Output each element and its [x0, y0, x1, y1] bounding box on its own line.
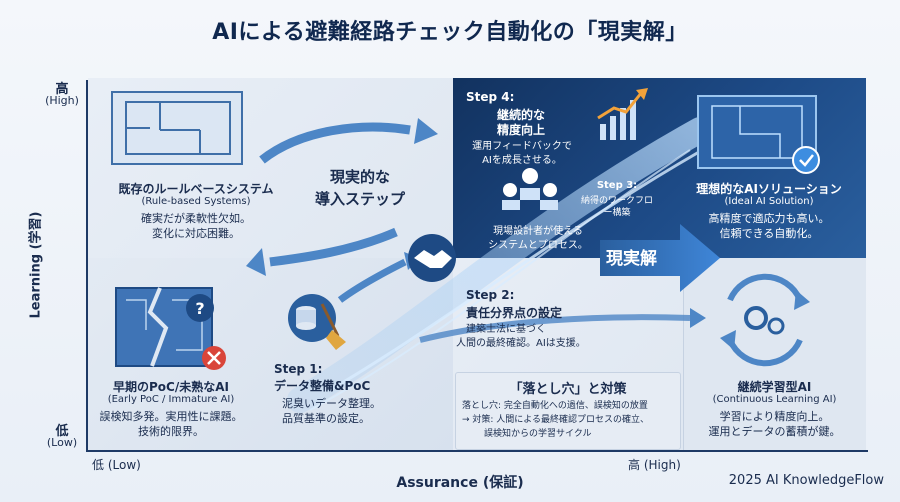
- step2-heading: Step 2:: [466, 288, 515, 302]
- cycle-gears-icon: [720, 273, 810, 367]
- step4-title2: 精度向上: [496, 123, 545, 137]
- step1-desc2: 品質基準の設定。: [282, 412, 370, 425]
- quadrant-bottom-right-panel: [683, 258, 866, 450]
- arrow-head: [414, 118, 438, 144]
- x-axis: [86, 450, 868, 452]
- tr-desc2: 信頼できる自動化。: [719, 227, 819, 240]
- pitfalls-box: [455, 372, 681, 450]
- step1-heading: Step 1:: [274, 362, 323, 376]
- step3-desc1: 現場設計者が使える: [493, 226, 583, 237]
- step2-desc2: 人間の最終確認。AIは支援。: [456, 338, 586, 349]
- step4-desc1: 運用フィードバックで: [472, 141, 572, 152]
- pitfalls-line2: → 対策: 人間による最終確認プロセスの確立、: [462, 415, 650, 425]
- step3-title2: ー構築: [603, 208, 631, 218]
- flow-streak: [287, 117, 713, 413]
- blueprint-check-icon: [697, 95, 820, 174]
- step2-desc1: 建築士法に基づく: [466, 324, 546, 335]
- arrow-head: [246, 248, 266, 276]
- floorplan-icon: [111, 91, 243, 165]
- step-arrow: [337, 258, 407, 303]
- y-low-en: (Low): [46, 436, 78, 449]
- team-laptops-icon: [502, 168, 558, 210]
- step1-desc1: 泥臭いデータ整理。: [282, 397, 381, 410]
- br-subtitle: (Continuous Learning AI): [712, 394, 837, 405]
- br-desc2: 運用とデータの蓄積が鍵。: [708, 425, 841, 438]
- curved-arrow-upper: [259, 122, 411, 164]
- footer-credit: 2025 AI KnowledgeFlow: [728, 473, 884, 488]
- tl-subtitle: (Rule-based Systems): [141, 196, 251, 207]
- br-title: 継続学習型AI: [737, 380, 812, 394]
- y-high-label: 高: [55, 82, 69, 97]
- step1-title: データ整備&PoC: [274, 379, 371, 393]
- tr-title: 理想的なAIソリューション: [696, 182, 842, 196]
- bl-subtitle: (Early PoC / Immature AI): [107, 394, 235, 405]
- step4-desc2: AIを成長させる。: [482, 155, 562, 166]
- tr-desc1: 高精度で適応力も高い。: [708, 212, 830, 225]
- curved-arrow-lower: [269, 227, 398, 267]
- step4-title1: 継続的な: [496, 108, 545, 122]
- step3-heading: Step 3:: [596, 180, 638, 191]
- y-axis-label: Learning (学習): [28, 211, 44, 319]
- curved-arrow-bottom: [419, 314, 691, 343]
- flow-streak: [309, 149, 691, 411]
- path-label-2: 導入ステップ: [314, 190, 405, 208]
- pitfalls-line3: 誤検知からの学習サイクル: [484, 429, 592, 439]
- y-low-label: 低: [55, 424, 69, 439]
- answer-arrow: [600, 224, 720, 292]
- svg-text:?: ?: [195, 299, 204, 318]
- answer-label: 現実解: [606, 249, 657, 269]
- step3-title1: 納得のワークフロ: [580, 196, 653, 206]
- br-desc1: 学習により精度向上。: [719, 410, 830, 423]
- question-icon: ?: [186, 294, 214, 322]
- path-label-1: 現実的な: [329, 168, 390, 186]
- tl-desc2: 変化に対応困難。: [152, 227, 240, 240]
- bl-title: 早期のPoC/未熟なAI: [113, 380, 229, 394]
- pitfalls-title: 「落とし穴」と対策: [509, 382, 627, 397]
- step3-desc2: システムとプロセス。: [488, 240, 588, 251]
- growth-chart-icon: [597, 88, 648, 140]
- bl-desc2: 技術的限界。: [138, 425, 204, 438]
- x-low-label: 低 (Low): [92, 458, 141, 472]
- tr-subtitle: (Ideal AI Solution): [724, 196, 814, 207]
- step2-title: 責任分界点の設定: [466, 306, 563, 320]
- bl-desc1: 誤検知多発。実用性に課題。: [99, 410, 243, 423]
- x-high-label: 高 (High): [628, 458, 681, 472]
- x-axis-label: Assurance (保証): [396, 475, 524, 491]
- step4-heading: Step 4:: [466, 90, 515, 104]
- y-axis: [86, 80, 88, 452]
- error-icon: [202, 346, 226, 370]
- handshake-icon: [408, 234, 456, 282]
- tl-title: 既存のルールベースシステム: [118, 182, 274, 196]
- database-broom-icon: [288, 294, 346, 350]
- page-title: AIによる避難経路チェック自動化の「現実解」: [212, 20, 688, 45]
- arrow-head: [690, 308, 706, 328]
- tl-desc1: 確実だが柔軟性欠如。: [141, 212, 251, 225]
- flow-streak: [329, 138, 721, 392]
- pitfalls-line1: 落とし穴: 完全自動化への過信、誤検知の放置: [462, 401, 648, 411]
- y-high-en: (High): [45, 94, 79, 107]
